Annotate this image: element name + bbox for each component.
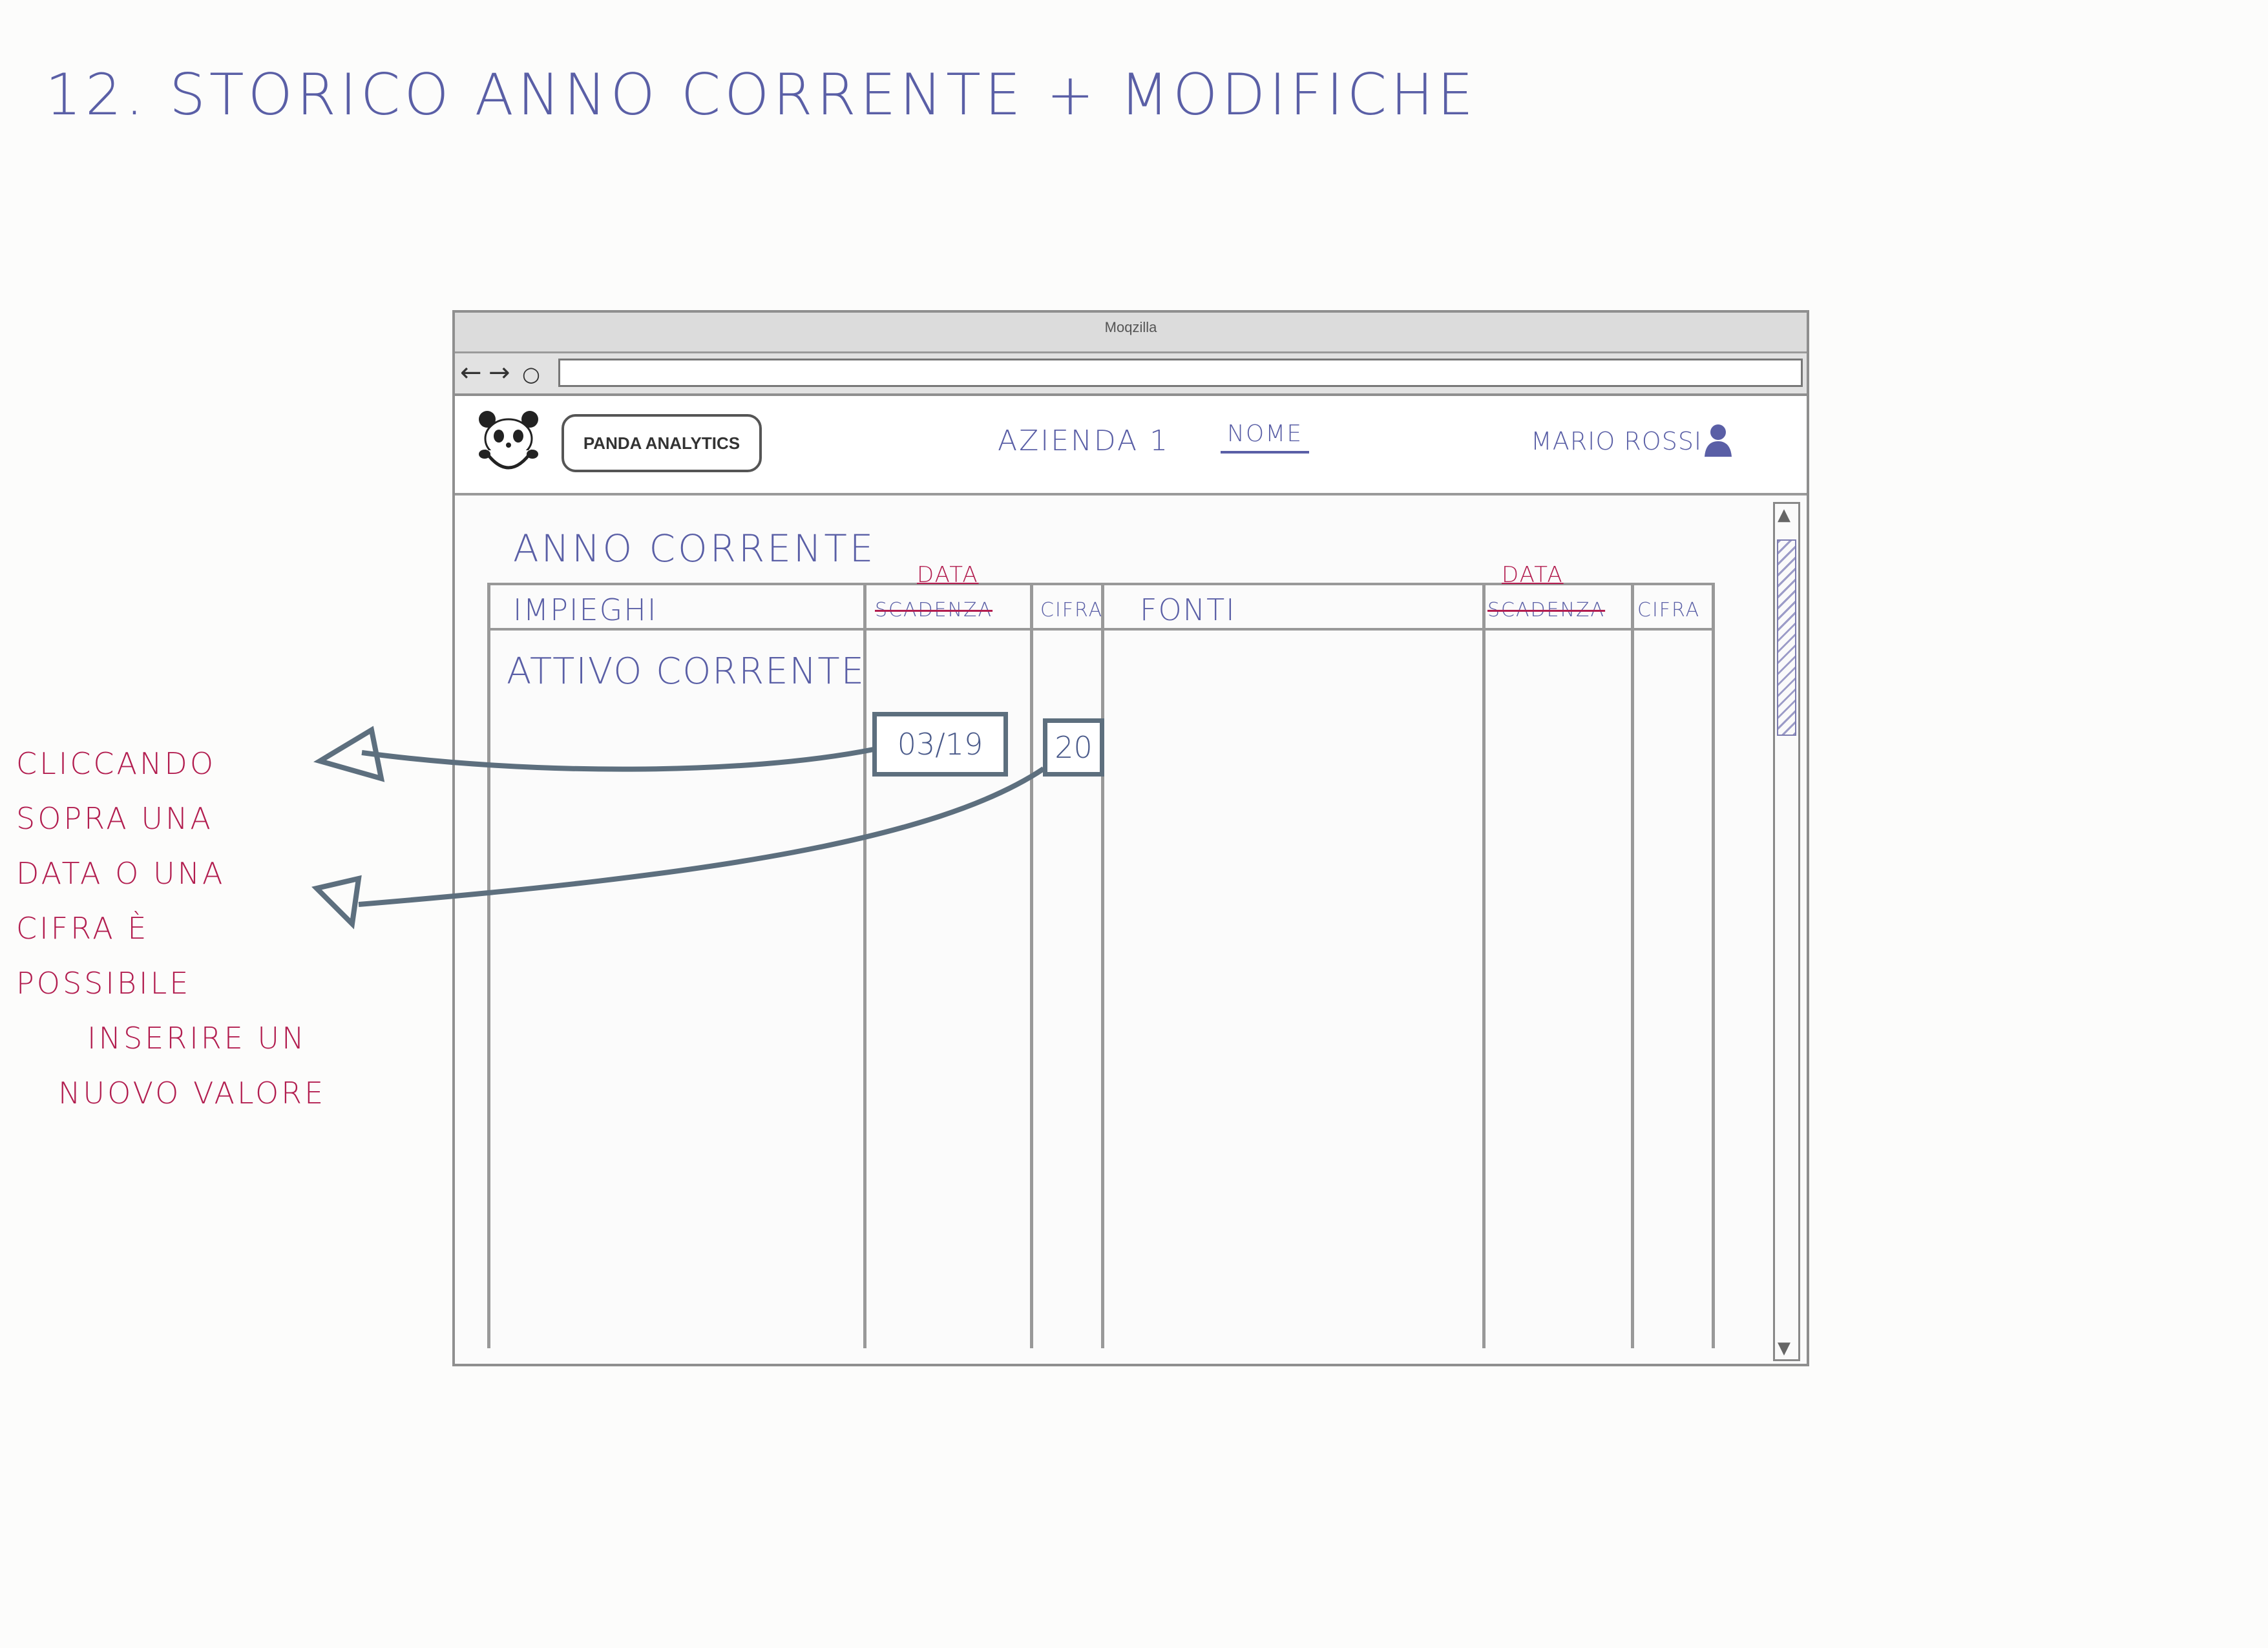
arrow-from-date-cell xyxy=(361,747,874,772)
back-arrow-icon[interactable]: ← xyxy=(460,358,482,388)
vertical-scrollbar[interactable]: ▲ ▼ xyxy=(1773,502,1800,1361)
table-divider xyxy=(1101,583,1104,1348)
arrow-from-amount-cell xyxy=(358,766,1045,907)
table-divider xyxy=(487,583,490,1348)
company-name-field[interactable]: NOME xyxy=(1221,421,1310,454)
company-label: AZIENDA 1 xyxy=(998,424,1170,457)
annotation-line: DATA O UNA xyxy=(16,856,226,891)
annotation-line: CLICCANDO xyxy=(16,746,216,781)
column-header-sources-date: DATA xyxy=(1502,562,1564,588)
page-number: 12. xyxy=(45,61,147,128)
reload-icon[interactable]: ○ xyxy=(522,362,540,386)
navigation-bar: ← → ○ xyxy=(455,353,1807,396)
section-title: ANNO CORRENTE xyxy=(513,527,876,570)
page-title: 12. STORICO ANNO CORRENTE + MODIFICHE xyxy=(45,61,1477,128)
row-label-current-assets: ATTIVO CORRENTE xyxy=(507,651,865,693)
main-content: ANNO CORRENTE IMPIEGHI SCADENZA DATA CIF… xyxy=(455,495,1807,1368)
annotation-line: INSERIRE UN xyxy=(87,1021,307,1056)
column-header-sources-date-struck: SCADENZA xyxy=(1487,599,1606,621)
user-avatar-icon[interactable] xyxy=(1701,421,1736,459)
arrow-head-amount xyxy=(311,875,362,930)
table-divider xyxy=(1712,583,1715,1348)
table-divider xyxy=(1030,583,1033,1348)
app-header: PANDA ANALYTICS AZIENDA 1 NOME MARIO ROS… xyxy=(455,396,1807,495)
annotation-line: POSSIBILE xyxy=(16,966,191,1001)
forward-arrow-icon[interactable]: → xyxy=(488,358,510,388)
brand-button[interactable]: PANDA ANALYTICS xyxy=(562,414,762,472)
table-divider xyxy=(1482,583,1486,1348)
column-header-uses-date-struck: SCADENZA xyxy=(875,599,993,621)
annotation-note: CLICCANDO SOPRA UNA DATA O UNA CIFRA È P… xyxy=(16,736,378,1121)
annotation-line: NUOVO VALORE xyxy=(58,1076,326,1111)
window-title: Moqzilla xyxy=(455,313,1807,353)
column-header-uses-amount: CIFRA xyxy=(1040,599,1104,621)
column-header-uses-date: DATA xyxy=(917,562,979,588)
column-header-sources: FONTI xyxy=(1140,592,1236,627)
editable-date-cell[interactable]: 03/19 xyxy=(872,712,1008,777)
annotation-line: CIFRA È xyxy=(16,911,149,946)
scroll-up-icon[interactable]: ▲ xyxy=(1778,505,1790,525)
page-title-text: STORICO ANNO CORRENTE + MODIFICHE xyxy=(169,61,1477,128)
balance-table: IMPIEGHI SCADENZA DATA CIFRA FONTI SCADE… xyxy=(487,562,1715,1348)
browser-window: Moqzilla ← → ○ PANDA ANALYTICS AZIENDA 1… xyxy=(452,310,1809,1366)
column-header-uses: IMPIEGHI xyxy=(513,592,658,627)
scrollbar-thumb[interactable] xyxy=(1777,539,1796,736)
scroll-down-icon[interactable]: ▼ xyxy=(1778,1339,1790,1358)
annotation-line: SOPRA UNA xyxy=(16,801,213,836)
panda-logo-icon xyxy=(479,411,538,470)
column-header-sources-amount: CIFRA xyxy=(1637,599,1701,621)
table-divider xyxy=(863,583,866,1348)
user-name[interactable]: MARIO ROSSI xyxy=(1531,427,1703,455)
arrow-head-date xyxy=(313,725,385,782)
table-divider xyxy=(1631,583,1634,1348)
editable-amount-cell[interactable]: 20 xyxy=(1043,718,1104,777)
address-bar[interactable] xyxy=(558,359,1803,387)
